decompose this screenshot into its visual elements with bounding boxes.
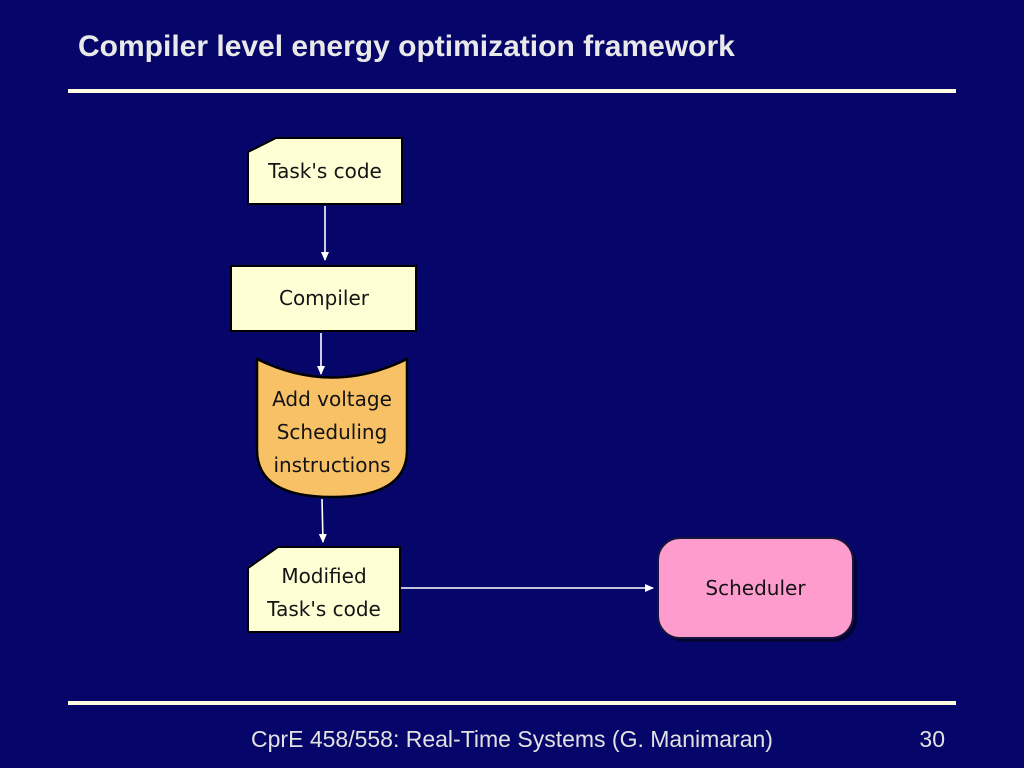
add-voltage-shape bbox=[255, 356, 409, 499]
arrow-voltage-to-modified-icon bbox=[318, 498, 327, 543]
footer-text: CprE 458/558: Real-Time Systems (G. Mani… bbox=[251, 726, 773, 752]
footer-rule bbox=[68, 701, 956, 705]
compiler-shape bbox=[230, 265, 417, 332]
modified-task-code-shape bbox=[247, 546, 401, 633]
slide-title: Compiler level energy optimization frame… bbox=[78, 30, 735, 63]
page-number: 30 bbox=[919, 726, 945, 752]
task-code-shape bbox=[247, 137, 403, 205]
scheduler-shape bbox=[657, 537, 854, 639]
title-underline bbox=[68, 89, 956, 93]
